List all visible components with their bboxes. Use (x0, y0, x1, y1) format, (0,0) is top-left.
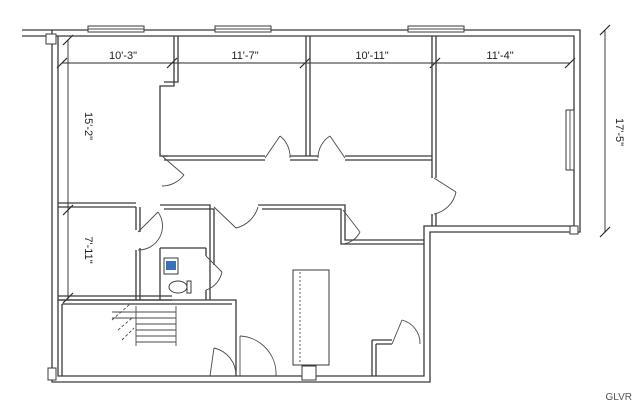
left-dimension-line (62, 34, 74, 304)
dimension-label-room-4-width: 11'-4" (486, 50, 513, 62)
dimension-label-room-3-width: 10'-11" (355, 50, 388, 62)
door-hall-right (342, 209, 361, 245)
door-room-1 (161, 155, 185, 187)
great-room-wall-right (376, 239, 424, 245)
dimension-label-left-upper: 15'-2" (82, 112, 94, 140)
interior-wall-room3-room4 (431, 36, 437, 226)
door-stair (209, 347, 237, 377)
right-dimension-line (599, 24, 611, 238)
window-right (565, 109, 575, 171)
dimension-label-right: 17'-5" (613, 118, 625, 146)
stairs-icon (111, 303, 177, 346)
closet-walls (371, 339, 392, 376)
door-room-3 (317, 135, 346, 159)
exterior-wall (22, 29, 581, 383)
dimension-label-left-lower: 7'-11" (82, 236, 94, 263)
window-top-3 (407, 25, 465, 33)
dimension-label-room-1-width: 10'-3" (109, 50, 137, 62)
window-top-2 (214, 25, 272, 33)
corner-post-bottom-left (47, 367, 57, 381)
door-bath (205, 255, 223, 291)
hallway-wall-bottom (160, 204, 376, 300)
toilet-icon (168, 280, 188, 294)
hallway-wall-top (164, 155, 432, 161)
door-front (239, 335, 277, 377)
interior-wall-room2-room3 (305, 36, 311, 156)
bath-walls (159, 247, 207, 300)
door-room-2 (264, 135, 291, 159)
interior-wall-left-rooms (58, 202, 172, 301)
window-top-1 (87, 25, 145, 33)
stair-enclosure (58, 299, 237, 376)
top-dimension-line (56, 57, 576, 69)
toilet-tank-icon (186, 280, 192, 294)
watermark: GLVR (606, 392, 633, 403)
corner-post-bottom-right (569, 225, 579, 235)
fireplace-box (301, 365, 317, 381)
door-great-room (213, 206, 259, 229)
door-closet (391, 319, 421, 345)
door-room-4 (433, 177, 457, 215)
sink-basin-icon (166, 261, 176, 270)
kitchen-island (292, 269, 330, 366)
interior-wall-room1-room2 (159, 36, 179, 157)
dimension-label-room-2-width: 11'-7" (231, 50, 258, 62)
corner-post-top-left (45, 33, 57, 45)
door-left-room (137, 211, 163, 251)
